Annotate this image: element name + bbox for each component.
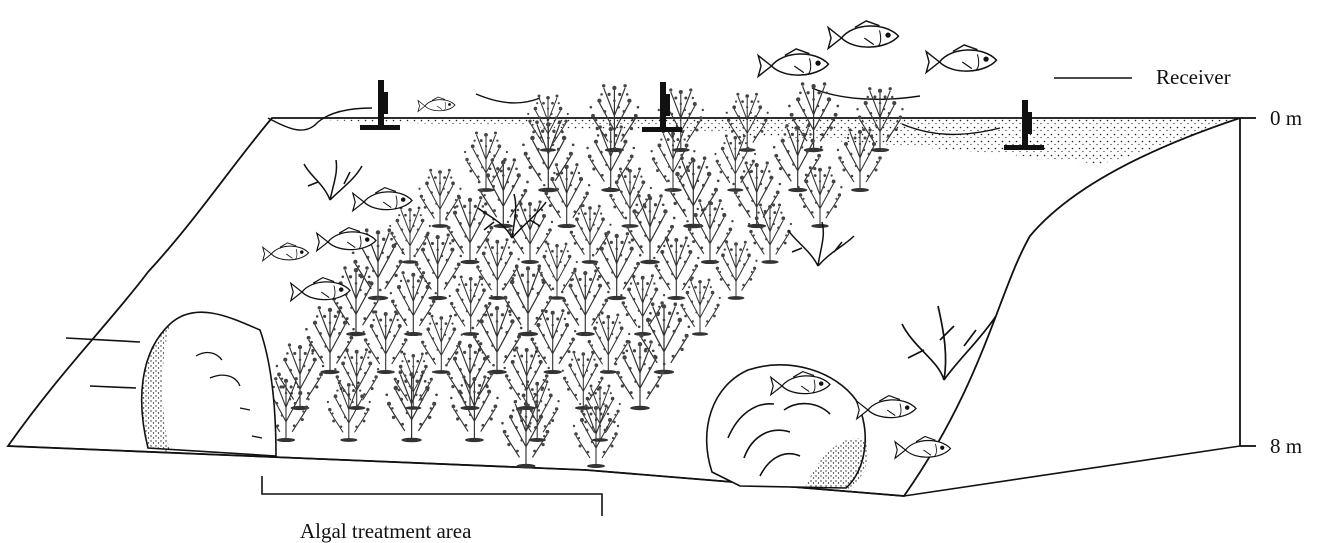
treatment-area-bracket (262, 476, 602, 516)
fish-icon (418, 97, 455, 112)
treatment-area-label: Algal treatment area (300, 519, 472, 543)
fish-icon (926, 45, 996, 73)
depth-label-bottom: 8 m (1270, 434, 1302, 458)
fish-icon (758, 49, 828, 77)
massive-coral-left (142, 312, 276, 456)
depth-label-top: 0 m (1270, 106, 1302, 130)
receiver-label: Receiver (1156, 65, 1231, 89)
depth-scale (1240, 118, 1256, 446)
fish-icon (828, 21, 898, 49)
